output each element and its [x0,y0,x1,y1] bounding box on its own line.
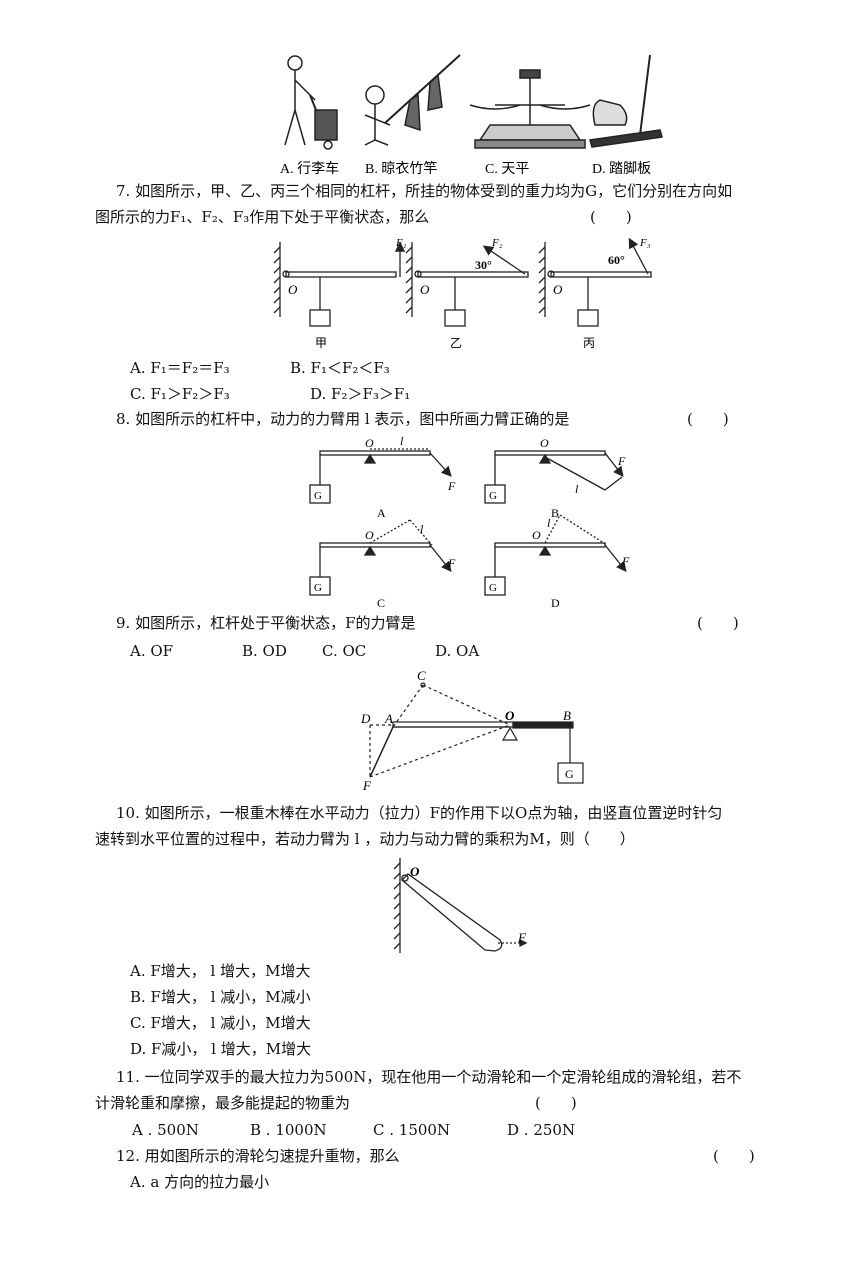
label-bing: 丙 [583,336,595,350]
caption-d: D. 踏脚板 [592,161,651,177]
q8-b-pivot: O [540,436,549,450]
q8-a-arm: l [400,435,404,448]
q8-d-weight: G [489,582,497,594]
q7-option-c: C. F₁＞F₂＞F₃ [130,385,230,403]
q10-option-a: A. F增大， l 增大，M增大 [130,962,311,980]
lever-yi [405,242,529,327]
force-f2-label: F₂ [491,237,503,249]
q7-option-b: B. F₁＜F₂＜F₃ [290,359,390,377]
q11-option-d: D . 250N [507,1121,576,1139]
q7-option-a: A. F₁＝F₂＝F₃ [130,359,230,377]
caption-a: A. 行李车 [280,160,339,177]
q8-b-arm: l [575,482,579,496]
q8-line: 8. 如图所示的杠杆中，动力的力臂用 l 表示，图中所画力臂正确的是 [116,410,570,428]
q11-answer-blank: ( ) [535,1094,577,1112]
lever-jia [273,241,406,327]
q9-point-b: B [563,708,571,723]
figure-8-lever-arms: O l F G A O l F G B O l F G C O l [309,435,630,610]
q8-b-weight: G [489,490,497,502]
foot-pedal-drawing [589,54,663,148]
caption-c: C. 天平 [485,162,529,177]
force-f3-label: F₃ [639,237,651,249]
q9-point-a: A [384,711,393,726]
q9-answer-blank: ( ) [697,614,739,632]
q10-pivot-o: O [410,864,420,879]
angle-60-label: 60° [608,253,625,267]
q8-d-pivot: O [532,528,541,542]
pivot-o-bing: O [553,282,563,297]
pivot-o-yi: O [420,282,430,297]
q7-line1: 7. 如图所示，甲、乙、丙三个相同的杠杆，所挂的物体受到的重力均为G，它们分别在… [116,182,733,200]
q10-option-b: B. F增大， l 减小，M减小 [130,988,311,1006]
q7-option-d: D. F₂＞F₃＞F₁ [310,385,411,403]
q8-b-force: F [617,454,626,468]
q8-d-arm: l [547,516,551,530]
figure-10-rotating-rod: O F [393,858,528,953]
q9-line: 9. 如图所示，杠杆处于平衡状态，F的力臂是 [116,614,416,632]
label-jia: 甲 [315,336,327,350]
q9-weight: G [565,767,574,781]
q9-option-b: B. OD [242,642,287,660]
q8-a-force: F [447,479,456,493]
q8-label-d: D [551,596,560,610]
figure-7-three-levers: F₁ O 甲 F₂ 30° O 乙 F₃ 60° O 丙 [273,237,652,350]
q8-label-a: A [377,506,386,520]
q11-line1: 11. 一位同学双手的最大拉力为500N，现在他用一个动滑轮和一个定滑轮组成的滑… [116,1068,742,1086]
q8-answer-blank: ( ) [687,410,729,428]
q10-line1: 10. 如图所示，一根重木棒在水平动力（拉力）F的作用下以O点为轴，由竖直位置逆… [116,804,723,822]
q8-c-pivot: O [365,528,374,542]
q8-c-arm: l [420,522,424,536]
q10-option-c: C. F增大， l 减小，M增大 [130,1014,311,1032]
q8-c-force: F [447,556,456,570]
q8-d-force: F [621,554,630,568]
q8-a-pivot: O [365,436,374,450]
q12-option-a: A. a 方向的拉力最小 [130,1173,270,1191]
q9-point-o: O [505,708,515,723]
q9-option-d: D. OA [435,642,480,660]
lever-bing [538,237,652,327]
q8-label-c: C [377,596,385,610]
pivot-o-jia: O [288,282,298,297]
label-yi: 乙 [450,336,462,350]
caption-b: B. 晾衣竹竿 [365,161,437,177]
q9-point-f: F [362,778,372,793]
q7-answer-blank: ( ) [590,208,632,226]
q7-line2: 图所示的力F₁、F₂、F₃作用下处于平衡状态，那么 [95,208,430,226]
q9-option-a: A. OF [130,642,174,660]
q12-line: 12. 用如图所示的滑轮匀速提升重物，那么 [116,1147,400,1165]
force-f1-label: F₁ [395,237,407,249]
q11-option-c: C . 1500N [373,1121,451,1139]
q10-option-d: D. F减小， l 增大，M增大 [130,1040,312,1058]
angle-30-label: 30° [475,258,492,272]
q9-point-c: C [417,668,426,683]
q12-answer-blank: ( ) [713,1147,755,1165]
q11-option-a: A . 500N [132,1121,199,1139]
q11-line2: 计滑轮重和摩擦，最多能提起的物重为 [95,1094,351,1112]
balance-scale-drawing [469,69,591,149]
figure-6-lever-examples: A. 行李车 B. 晾衣竹竿 C. 天平 D. 踏脚板 [280,54,663,177]
q11-option-b: B . 1000N [250,1121,327,1139]
q8-label-b: B [551,506,559,520]
q10-line2: 速转到水平位置的过程中，若动力臂为 l ，动力与动力臂的乘积为M，则（ ） [95,830,635,848]
q10-force-f: F [517,930,527,945]
q8-c-weight: G [314,582,322,594]
figure-9-lever: C D A O B F G [360,668,584,793]
luggage-cart-drawing [284,55,338,150]
q9-option-c: C. OC [322,642,367,660]
q9-point-d: D [360,711,371,726]
bamboo-pole-drawing [364,54,461,146]
q8-a-weight: G [314,490,322,502]
